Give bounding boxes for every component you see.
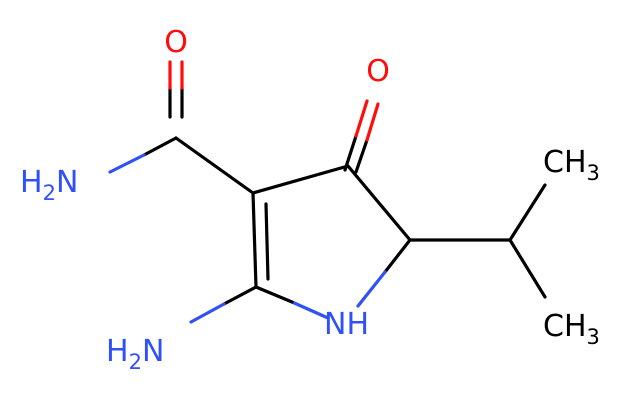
bond-amide-cn — [142, 136, 178, 157]
bond-c2-c3-1 — [251, 191, 258, 289]
bond-lines — [108, 60, 547, 324]
bond-n-c2-blue — [290, 300, 330, 320]
bond-ketone-co-1-red — [354, 99, 369, 138]
ketone-oxygen-label: O — [366, 54, 390, 89]
amide-nitrogen-label: H2N — [20, 165, 78, 205]
bond-c2-amino — [222, 285, 258, 306]
bond-ch-methyl-top — [508, 183, 547, 242]
bond-amide-cn-blue — [108, 153, 146, 174]
bond-c2-amino-blue — [189, 302, 226, 324]
amino-nitrogen-label: H2N — [106, 334, 164, 374]
bond-c5-n — [383, 238, 412, 274]
ring-nitrogen-label: NH — [324, 307, 369, 342]
bond-c2-c3-2 — [264, 202, 270, 281]
methyl-top-label: CH3 — [543, 145, 600, 185]
bond-ketone-co-2-red — [365, 102, 380, 142]
bond-c4-c5 — [346, 164, 412, 242]
bond-c3-c4 — [251, 164, 350, 195]
bond-n-c2 — [254, 285, 294, 304]
bond-amide-c3 — [174, 136, 255, 195]
bond-ketone-co-1 — [343, 134, 358, 172]
bond-c5-n-blue — [356, 270, 387, 308]
bond-ch-methyl-bottom — [508, 238, 547, 299]
methyl-bottom-label: CH3 — [543, 309, 600, 349]
bond-ketone-co-2 — [354, 138, 369, 174]
atom-labels: O O H2N H2N NH CH3 CH3 — [20, 25, 600, 374]
amide-oxygen-label: O — [164, 25, 188, 60]
